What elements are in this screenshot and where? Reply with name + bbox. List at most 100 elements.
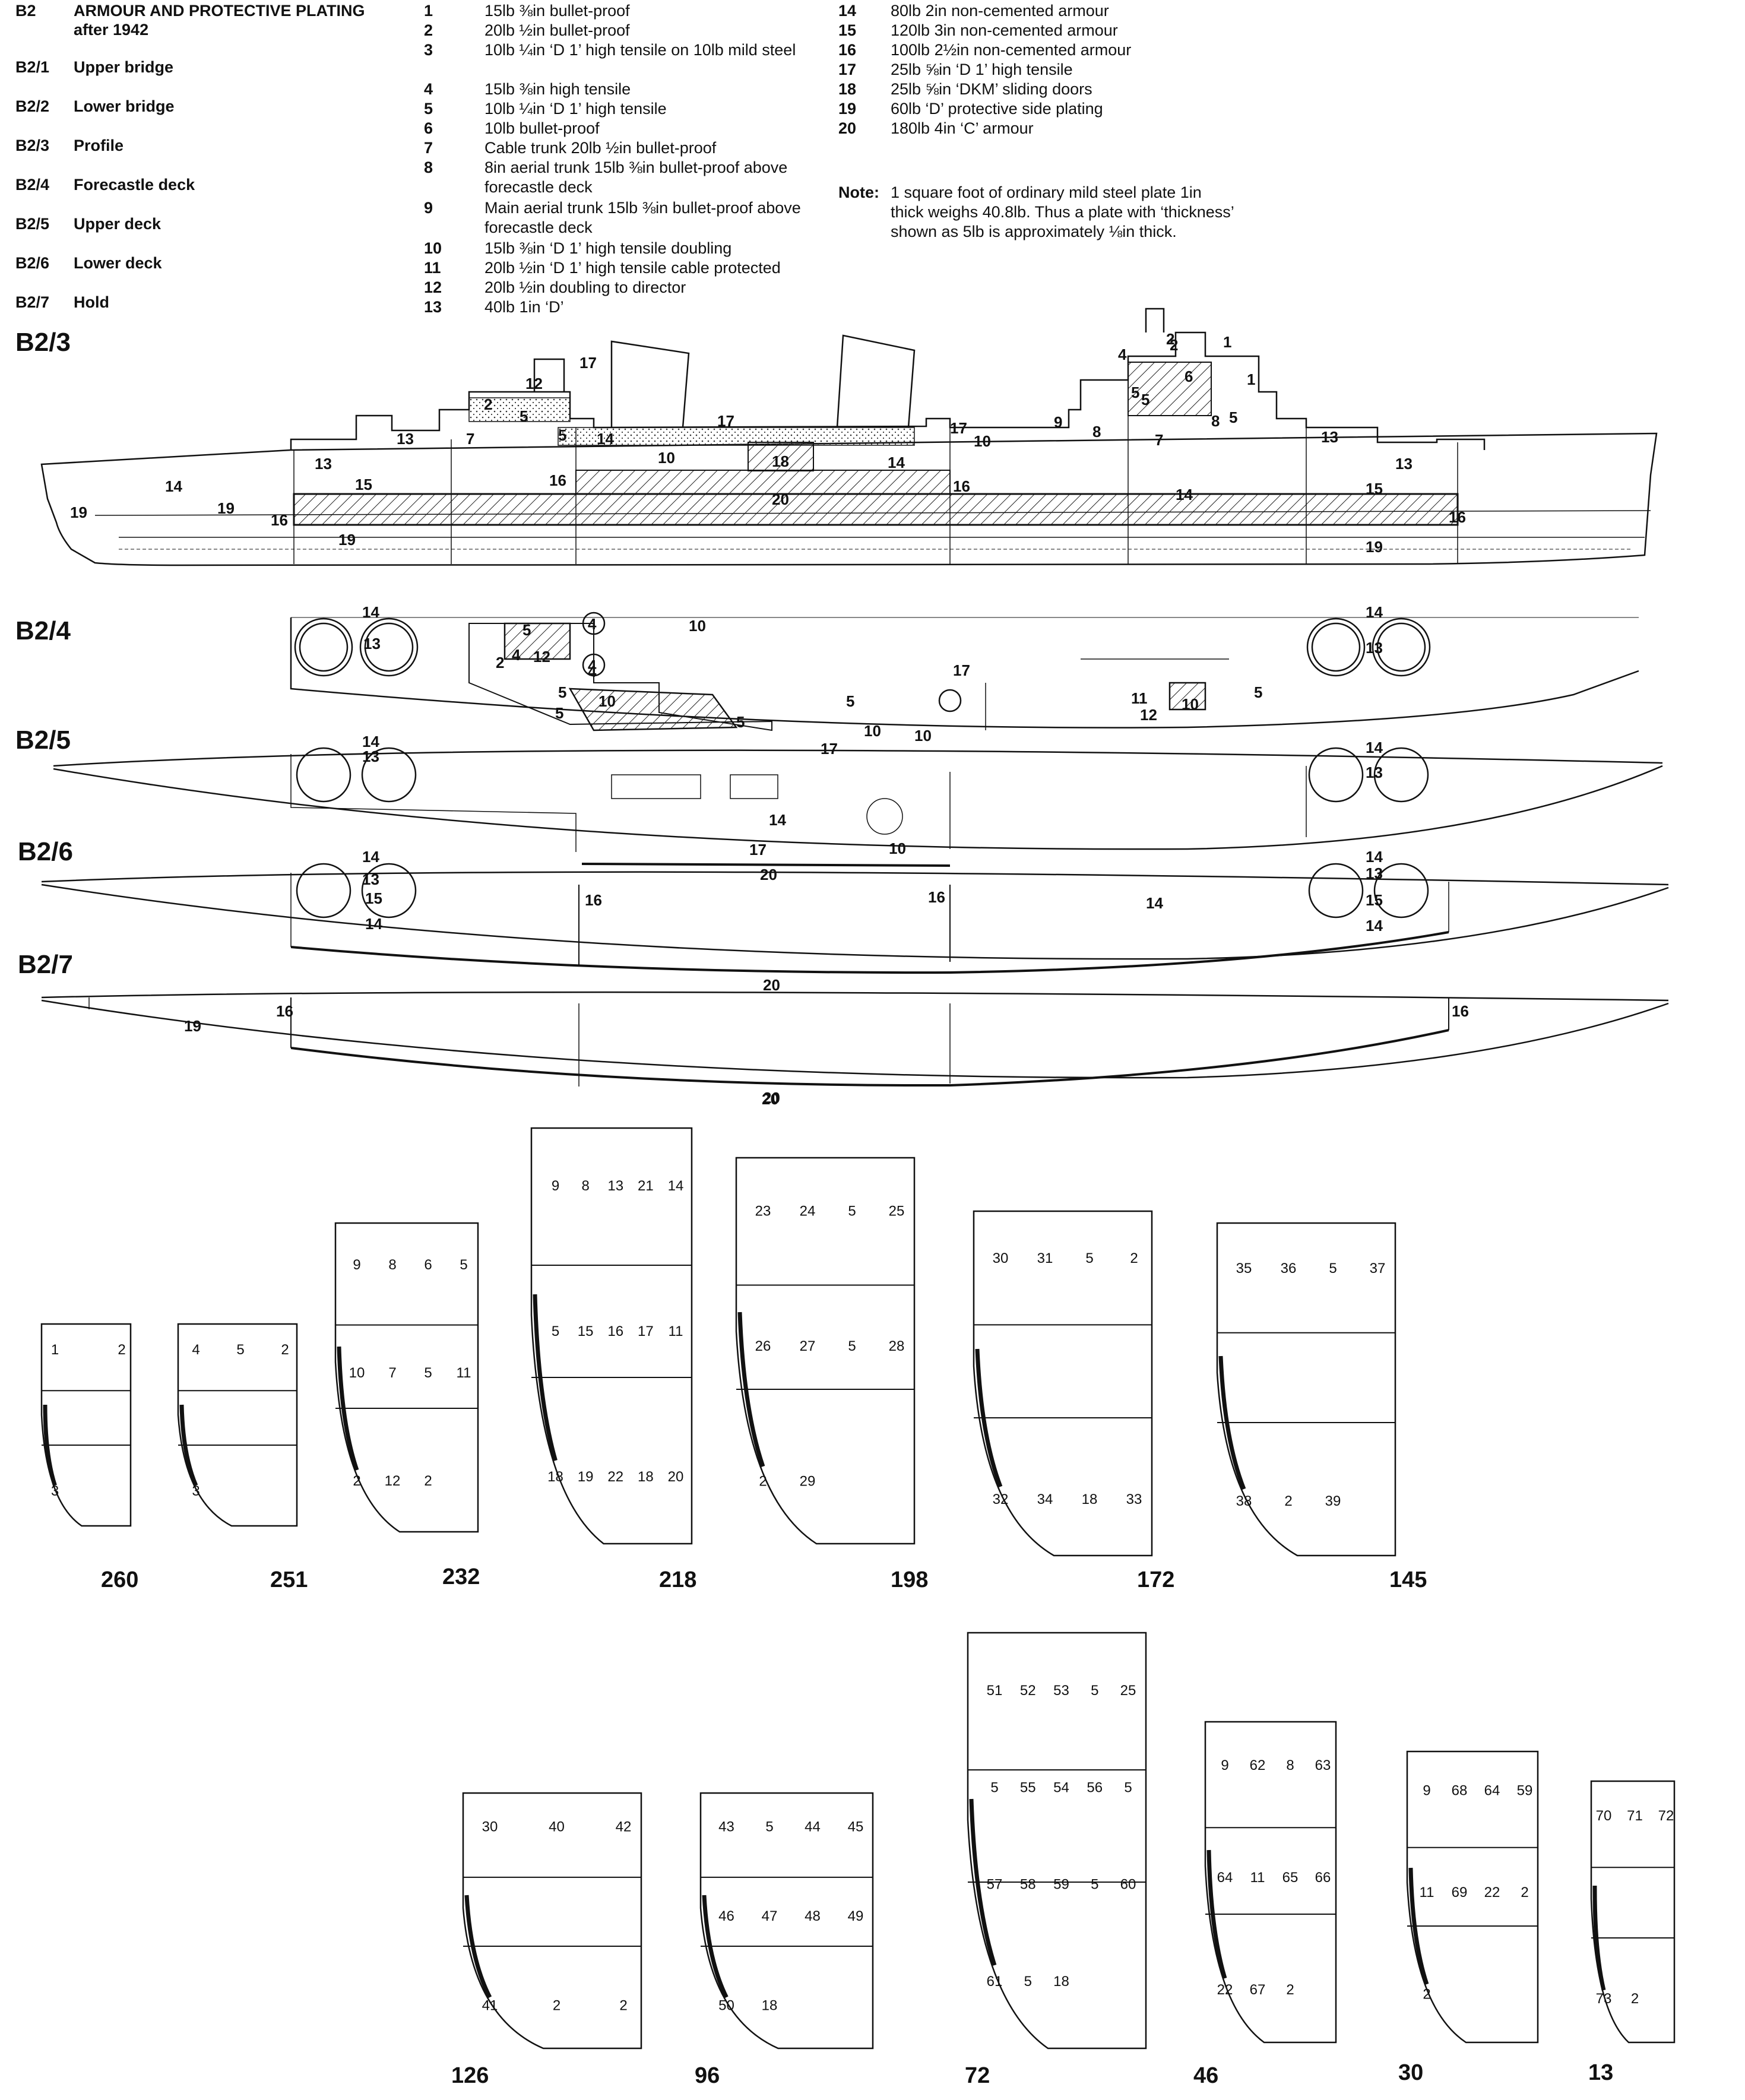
section-armour — [975, 1348, 1003, 1488]
views-index-name: Hold — [74, 293, 109, 311]
callout-label: 16 — [1449, 508, 1466, 526]
compartment-number: 6 — [424, 1257, 432, 1273]
compartment-number: 18 — [1082, 1491, 1098, 1507]
callout-label: 14 — [362, 733, 379, 750]
key-description: 10lb ¼in ‘D 1’ high tensile on 10lb mild… — [484, 41, 796, 59]
key-number: 5 — [424, 100, 433, 118]
callout-label: 15 — [1366, 891, 1383, 909]
compartment-number: 40 — [549, 1819, 565, 1835]
key-number: 9 — [424, 199, 433, 217]
callout-label: 7 — [1155, 431, 1163, 449]
callout-label: 9 — [1054, 413, 1062, 431]
compartment-number: 11 — [457, 1365, 471, 1381]
label-upper-deck: B2/5 — [15, 726, 71, 755]
callout-label: 5 — [522, 621, 531, 639]
callout-label: 16 — [928, 888, 945, 906]
callout-label: 4 — [1118, 346, 1127, 363]
section-outline — [973, 1210, 1153, 1557]
callout-label: 10 — [889, 840, 906, 857]
callout-label: 8 — [1211, 412, 1220, 430]
key-number: 1 — [424, 2, 433, 20]
compartment-number: 25 — [889, 1203, 905, 1220]
callout-label: 5 — [555, 704, 563, 722]
compartment-number: 65 — [1282, 1870, 1299, 1886]
header-subtitle: after 1942 — [74, 21, 149, 39]
compartment-number: 8 — [1286, 1757, 1294, 1773]
header-title: ARMOUR AND PROTECTIVE PLATING — [74, 2, 365, 20]
compartment-number: 2 — [1286, 1982, 1294, 1998]
compartment-number: 5 — [1091, 1877, 1098, 1893]
callout-label: 13 — [362, 870, 379, 888]
compartment-number: 42 — [616, 1819, 632, 1835]
label-lower-deck: B2/6 — [18, 837, 73, 866]
views-index-code: B2/2 — [15, 97, 50, 115]
callout-label: 13 — [1395, 455, 1413, 473]
compartment-number: 2 — [1284, 1493, 1292, 1509]
section-armour — [1218, 1355, 1246, 1490]
callout-label: 10 — [864, 722, 881, 740]
compartment-number: 53 — [1053, 1683, 1069, 1699]
callout-label: 20 — [772, 490, 789, 508]
compartment-number: 41 — [482, 1998, 498, 2014]
compartment-number: 8 — [388, 1257, 396, 1273]
frame-number: 260 — [101, 1567, 139, 1592]
compartment-number: 63 — [1315, 1757, 1331, 1773]
compartment-number: 26 — [755, 1338, 771, 1354]
callout-label: 12 — [533, 648, 550, 666]
compartment-number: 35 — [1236, 1260, 1252, 1277]
forecastle-deck-view — [290, 612, 1639, 731]
compartment-number: 33 — [1126, 1491, 1142, 1507]
compartment-number: 20 — [668, 1469, 684, 1485]
compartment-number: 52 — [1020, 1683, 1036, 1699]
compartment-number: 46 — [718, 1908, 734, 1924]
views-index-code: B2/3 — [15, 137, 50, 154]
compartment-number: 2 — [1631, 1991, 1639, 2007]
key-description: 25lb ⅝in ‘DKM’ sliding doors — [891, 80, 1092, 98]
key-number: 11 — [424, 259, 441, 277]
callout-label: 17 — [953, 661, 970, 679]
compartment-number: 21 — [638, 1178, 654, 1194]
compartment-number: 15 — [578, 1323, 594, 1339]
compartment-number: 13 — [607, 1178, 623, 1194]
section-outline — [967, 1632, 1147, 2050]
key-description: Main aerial trunk 15lb ⅜in bullet-proof … — [484, 199, 801, 236]
callout-label: 6 — [1185, 368, 1193, 385]
compartment-number: 16 — [607, 1323, 623, 1339]
frame-number: 30 — [1398, 2060, 1424, 2085]
compartment-number: 36 — [1281, 1260, 1297, 1277]
compartment-number: 60 — [1120, 1877, 1136, 1893]
section-outline — [735, 1157, 916, 1545]
compartment-number: 48 — [805, 1908, 821, 1924]
key-number: 18 — [838, 80, 857, 98]
views-index-code: B2/4 — [15, 176, 50, 194]
frame-number: 46 — [1193, 2063, 1219, 2088]
compartment-number: 54 — [1053, 1779, 1069, 1795]
compartment-number: 9 — [1423, 1783, 1430, 1799]
compartment-number: 57 — [987, 1877, 1003, 1893]
compartment-number: 73 — [1596, 1991, 1612, 2007]
key-number: 15 — [838, 21, 857, 39]
section-armour — [43, 1404, 57, 1487]
compartment-number: 2 — [424, 1473, 432, 1489]
callout-label: 2 — [484, 395, 492, 413]
compartment-number: 61 — [987, 1974, 1003, 1990]
compartment-number: 59 — [1053, 1877, 1069, 1893]
compartment-number: 2 — [118, 1342, 125, 1358]
section-armour — [533, 1294, 558, 1461]
callout-label: 17 — [579, 354, 597, 372]
compartment-number: 14 — [668, 1178, 684, 1194]
compartment-number: 64 — [1484, 1783, 1500, 1799]
compartment-number: 68 — [1452, 1783, 1468, 1799]
callout-label: 5 — [846, 692, 854, 710]
compartment-number: 44 — [805, 1819, 821, 1835]
compartment-number: 5 — [236, 1342, 244, 1358]
compartment-number: 4 — [192, 1342, 199, 1358]
callout-label: 5 — [1131, 384, 1139, 401]
callout-label: 4 — [588, 657, 597, 674]
callout-label: 17 — [950, 419, 967, 437]
callout-label: 20 — [763, 1089, 780, 1107]
